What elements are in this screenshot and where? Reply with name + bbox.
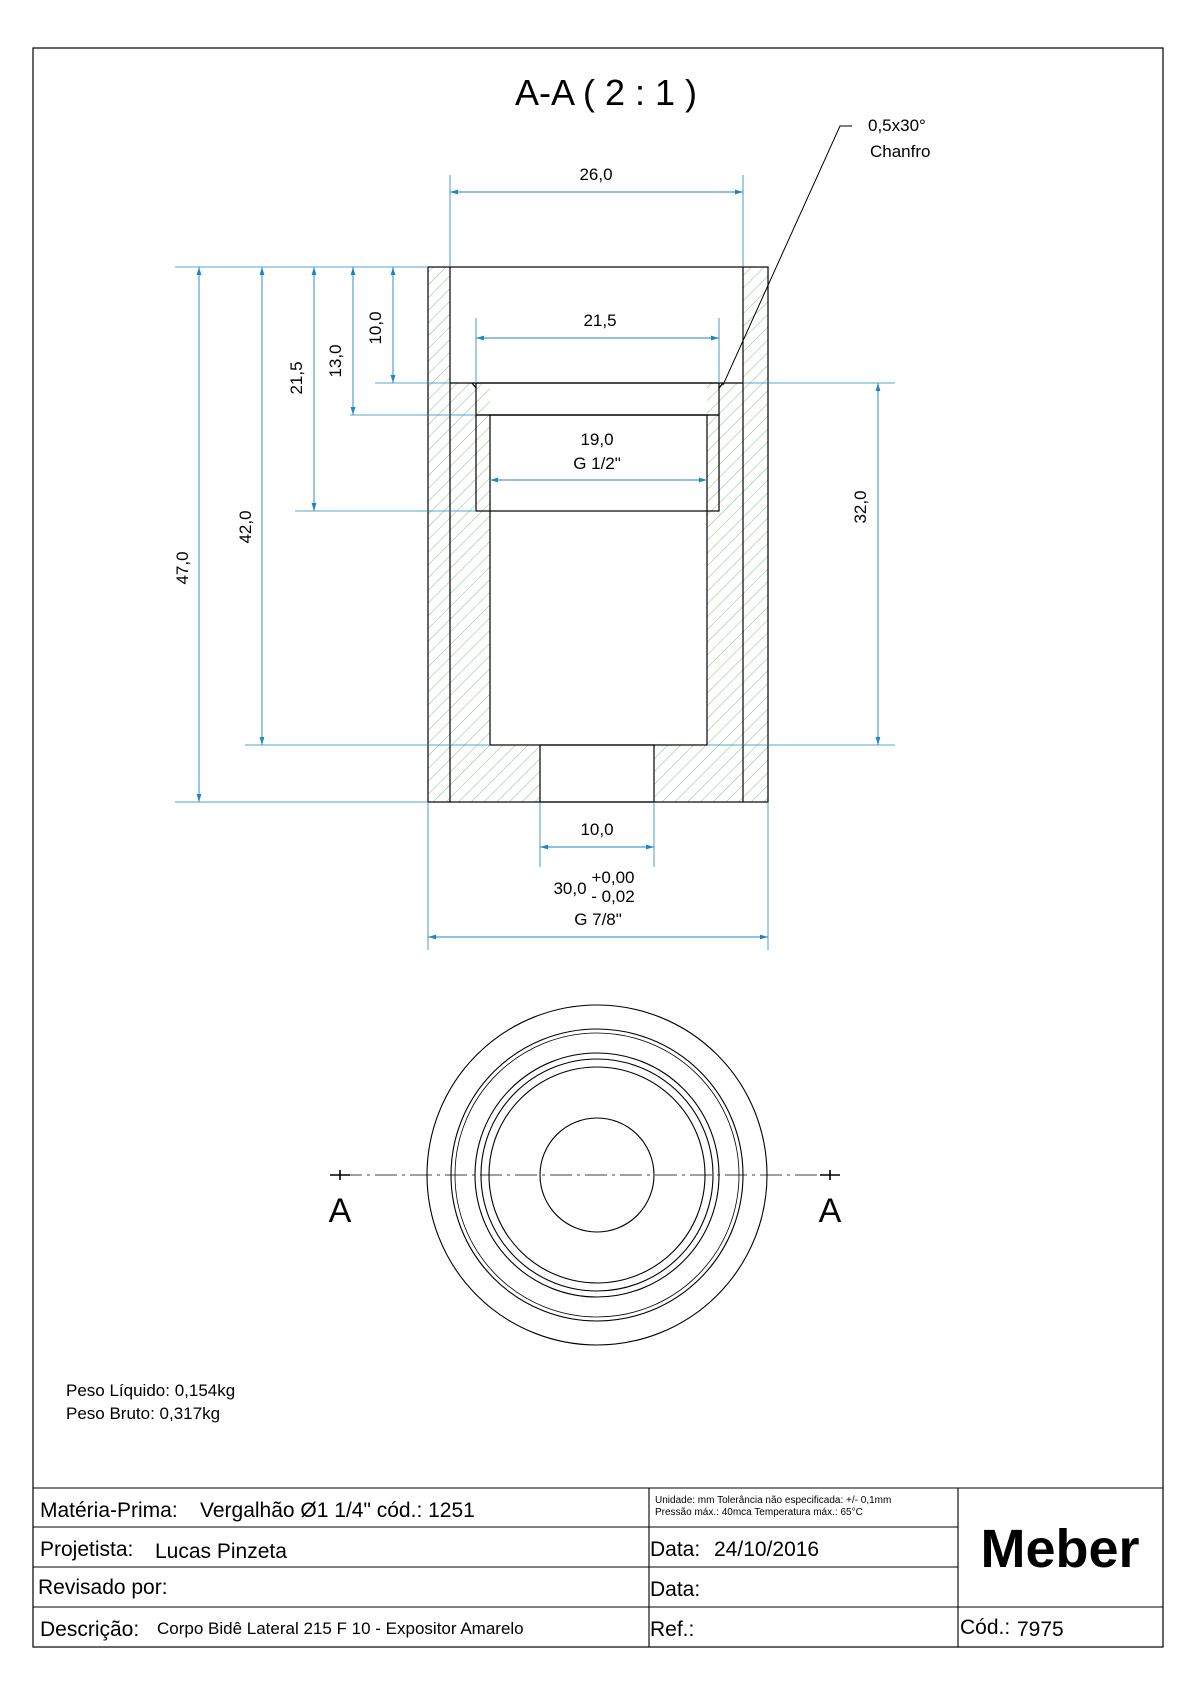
reviewed-label: Revisado por: [38, 1576, 168, 1599]
dim-text-32: 32,0 [851, 490, 870, 523]
chamfer-value: 0,5x30° [868, 116, 926, 135]
chamfer-label: Chanfro [870, 142, 930, 161]
section-view: 0,5x30° Chanfro 26,0 21,5 19,0 G 1/2" 47… [173, 116, 930, 950]
dim-text-10-vertical: 10,0 [366, 311, 385, 344]
section-mark-right: A [819, 1192, 842, 1230]
dim-text-42: 42,0 [236, 510, 255, 543]
bottom-hole [539, 744, 655, 803]
dim-text-g-seven-eighths: G 7/8" [574, 910, 622, 929]
sheet-border [32, 47, 1164, 1648]
code-value: 7975 [1017, 1618, 1064, 1641]
material-label: Matéria-Prima: [40, 1499, 178, 1522]
dim-text-30: 30,0 [553, 879, 586, 898]
dim-text-21-5-horizontal: 21,5 [583, 311, 616, 330]
right-inner-wall-hatch [707, 383, 743, 802]
hole-circle [539, 1117, 655, 1233]
gross-weight: Peso Bruto: 0,317kg [66, 1404, 220, 1423]
right-bottom-hatch [654, 745, 707, 802]
left-bottom-hatch [490, 745, 540, 802]
chamfer-leader [722, 125, 852, 386]
dim-text-10-bottom: 10,0 [580, 820, 613, 839]
dim-text-g-half: G 1/2" [573, 454, 621, 473]
right-outer-wall-hatch [743, 267, 768, 802]
dim-text-21-5-vertical: 21,5 [287, 361, 306, 394]
date-value: 24/10/2016 [714, 1538, 819, 1561]
dim-text-47: 47,0 [173, 551, 192, 584]
meber-logo: Meber [980, 1519, 1139, 1579]
dim-text-26: 26,0 [579, 165, 612, 184]
code-label: Cód.: [960, 1616, 1010, 1639]
description-value: Corpo Bidê Lateral 215 F 10 - Expositor … [157, 1619, 524, 1638]
designer-label: Projetista: [40, 1538, 133, 1561]
end-view [330, 1004, 840, 1346]
left-inner-wall-hatch [450, 383, 490, 802]
net-weight: Peso Líquido: 0,154kg [66, 1381, 235, 1400]
material-value: Vergalhão Ø1 1/4" cód.: 1251 [200, 1499, 475, 1522]
notes-line-2: Pressão máx.: 40mca Temperatura máx.: 65… [655, 1507, 863, 1518]
dim-text-19: 19,0 [580, 430, 613, 449]
title-block [33, 1487, 1163, 1647]
notes-line-1: Unidade: mm Tolerância não especificada:… [655, 1495, 891, 1506]
date2-label: Data: [650, 1578, 700, 1601]
left-outer-wall-hatch [428, 267, 450, 802]
date-label: Data: [650, 1538, 700, 1561]
chamfer-step [475, 382, 720, 416]
dim-text-tolerance-upper: +0,00 [591, 868, 634, 887]
view-title: A-A ( 2 : 1 ) [515, 72, 697, 113]
section-mark-left: A [329, 1192, 352, 1230]
description-label: Descrição: [40, 1618, 139, 1641]
designer-value: Lucas Pinzeta [155, 1540, 287, 1563]
ref-label: Ref.: [650, 1618, 694, 1641]
dim-text-tolerance-lower: - 0,02 [591, 887, 634, 906]
dim-text-13: 13,0 [326, 344, 345, 377]
